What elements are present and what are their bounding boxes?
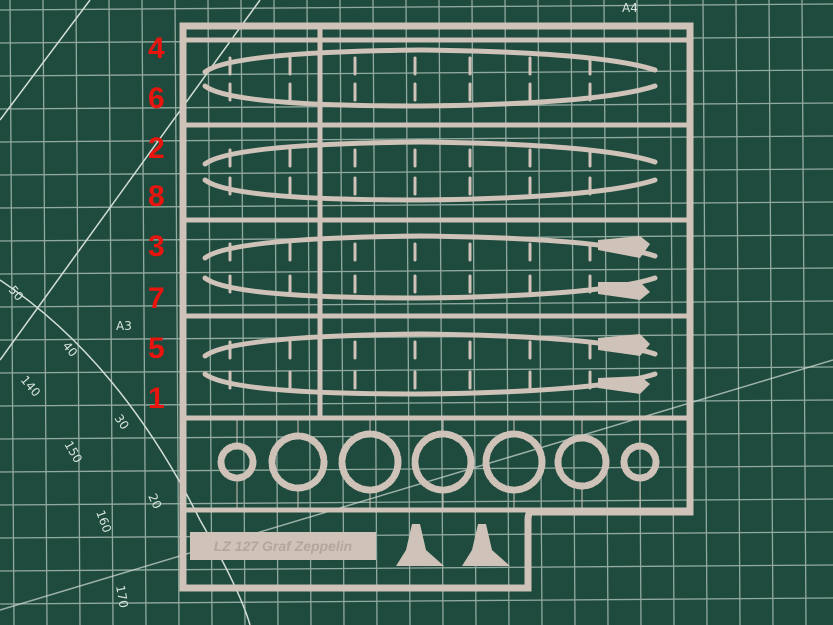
grid-line [0, 3, 833, 11]
mat-sheet-marker: A3 [116, 319, 132, 333]
grid-line [0, 300, 833, 308]
ring-frame-part [411, 430, 475, 494]
hull-frame-part [202, 177, 658, 203]
nameplate: LZ 127 Graf Zeppelin [190, 532, 376, 560]
hull-frame-part [202, 371, 658, 397]
grid-line [504, 0, 510, 625]
mat-number: 40 [60, 339, 81, 360]
ring-frame-part [338, 430, 402, 494]
grid-line [438, 0, 444, 625]
ring-frame-part [217, 442, 257, 482]
part-label: 7 [148, 282, 165, 315]
ring-frames [217, 417, 660, 511]
grid-line [735, 0, 741, 625]
mat-number: 160 [93, 508, 114, 534]
fin-parts [598, 236, 650, 394]
ring-frame-part [268, 432, 328, 492]
sprue-gates [228, 56, 592, 390]
grid-line [0, 399, 833, 407]
grid-line [0, 267, 833, 275]
part-label: 6 [148, 82, 165, 115]
grid-line [669, 0, 675, 625]
mat-number: 170 [113, 584, 131, 609]
grid-line [174, 0, 180, 625]
mat-number: 140 [18, 373, 43, 400]
grid-line [9, 0, 15, 625]
grid-line [0, 564, 833, 572]
grid-line [372, 0, 378, 625]
grid-line [75, 0, 81, 625]
nameplate-text: LZ 127 Graf Zeppelin [214, 538, 352, 554]
hull-frame-part [202, 275, 658, 301]
stand-parts [396, 524, 510, 566]
grid-line [0, 597, 833, 605]
grid-line [0, 498, 833, 506]
grid-line [240, 0, 246, 625]
grid-line [0, 432, 833, 440]
grid-line [207, 0, 213, 625]
part-label: 2 [148, 132, 165, 165]
grid-line [636, 0, 642, 625]
hull-frame-part [202, 139, 658, 167]
grid-line [108, 0, 114, 625]
grid-line [273, 0, 279, 625]
hull-frame-part [202, 83, 658, 109]
sprue-crossbars [180, 23, 693, 513]
grid-line [570, 0, 576, 625]
part-label: 1 [148, 382, 165, 415]
grid-line [0, 135, 833, 143]
mat-number: 30 [112, 412, 132, 433]
ring-frame-part [554, 434, 610, 490]
grid-line [702, 0, 708, 625]
sprue: LZ 127 Graf Zeppelin [179, 22, 694, 592]
mat-sheet-marker: A4 [622, 1, 638, 15]
mat-number: 20 [145, 491, 164, 511]
part-label: 5 [148, 332, 165, 365]
grid-line [339, 0, 345, 625]
mat-number: 150 [61, 439, 85, 466]
grid-line [306, 0, 312, 625]
grid-line [801, 0, 807, 625]
grid-line [405, 0, 411, 625]
grid-line [0, 366, 833, 374]
hull-frame-part [202, 47, 658, 75]
grid-line [42, 0, 48, 625]
part-label: 8 [148, 180, 165, 213]
grid-line [768, 0, 774, 625]
grid-line [471, 0, 477, 625]
part-label: 3 [148, 230, 165, 263]
grid-line [0, 201, 833, 209]
part-label: 4 [148, 32, 165, 65]
grid-line [537, 0, 543, 625]
grid-line [0, 168, 833, 176]
grid-line [0, 333, 833, 341]
grid-line [141, 0, 147, 625]
